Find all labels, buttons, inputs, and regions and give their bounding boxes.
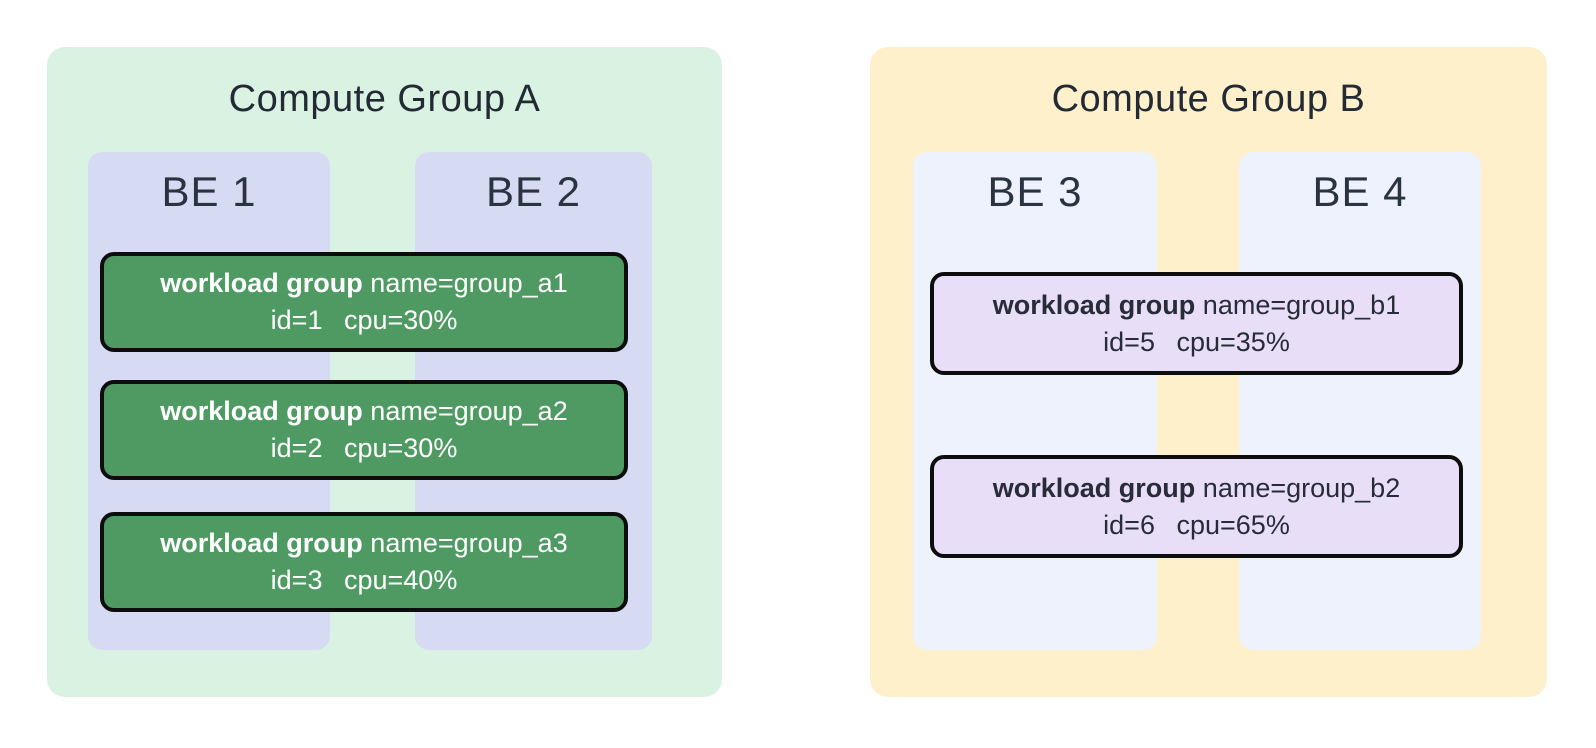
workload-a3-label: workload group	[160, 528, 363, 558]
workload-a3-name: name=group_a3	[370, 528, 568, 558]
workload-b1-cpu: cpu=35%	[1176, 326, 1290, 357]
workload-b1-id: id=5	[1103, 326, 1155, 357]
workload-group-a2: workload group name=group_a2 id=2 cpu=30…	[100, 380, 628, 480]
workload-a2-id: id=2	[270, 433, 323, 463]
workload-b1-label: workload group	[992, 289, 1196, 320]
group-a-title: Compute Group A	[228, 78, 541, 120]
workload-a1-name: name=group_a1	[370, 268, 568, 298]
workload-a1-label: workload group	[160, 268, 363, 298]
workload-a2-label: workload group	[160, 396, 363, 426]
workload-a1-line1: workload group name=group_a1	[160, 265, 567, 302]
workload-a2-line1: workload group name=group_a2	[160, 393, 567, 430]
workload-a3-line1: workload group name=group_a3	[160, 525, 567, 562]
workload-b2-line1: workload group name=group_b2	[993, 470, 1400, 507]
workload-a3-cpu: cpu=40%	[343, 565, 458, 595]
backend-node-be4: BE 4	[1239, 152, 1481, 650]
workload-b2-cpu: cpu=65%	[1176, 509, 1290, 540]
backend-label-be4: BE 4	[1312, 168, 1408, 215]
workload-group-b1: workload group name=group_b1 id=5 cpu=35…	[930, 272, 1463, 375]
workload-group-a3: workload group name=group_a3 id=3 cpu=40…	[100, 512, 628, 612]
workload-a3-line2: id=3 cpu=40%	[271, 562, 458, 599]
compute-group-a: Compute Group A BE 1 BE 2 workload group…	[47, 47, 722, 697]
workload-a1-line2: id=1 cpu=30%	[271, 302, 458, 339]
workload-group-a1: workload group name=group_a1 id=1 cpu=30…	[100, 252, 628, 352]
workload-b1-line1: workload group name=group_b1	[993, 287, 1400, 324]
workload-a2-cpu: cpu=30%	[343, 433, 458, 463]
backend-label-be1: BE 1	[161, 168, 257, 215]
workload-a1-cpu: cpu=30%	[343, 305, 458, 335]
group-b-title: Compute Group B	[1051, 78, 1366, 120]
workload-b1-name: name=group_b1	[1202, 289, 1401, 320]
workload-b2-label: workload group	[992, 472, 1196, 503]
workload-b1-line2: id=5 cpu=35%	[1103, 324, 1290, 361]
workload-b2-name: name=group_b2	[1202, 472, 1401, 503]
workload-a1-id: id=1	[270, 305, 323, 335]
workload-group-b2: workload group name=group_b2 id=6 cpu=65…	[930, 455, 1463, 558]
backend-label-be2: BE 2	[485, 168, 582, 215]
workload-b2-line2: id=6 cpu=65%	[1103, 507, 1290, 544]
workload-b2-id: id=6	[1103, 509, 1155, 540]
compute-group-b: Compute Group B BE 3 BE 4 workload group…	[870, 47, 1547, 697]
workload-a3-id: id=3	[270, 565, 323, 595]
backend-node-be3: BE 3	[913, 152, 1157, 650]
workload-a2-line2: id=2 cpu=30%	[271, 430, 458, 467]
backend-label-be3: BE 3	[987, 168, 1083, 215]
workload-a2-name: name=group_a2	[370, 396, 568, 426]
